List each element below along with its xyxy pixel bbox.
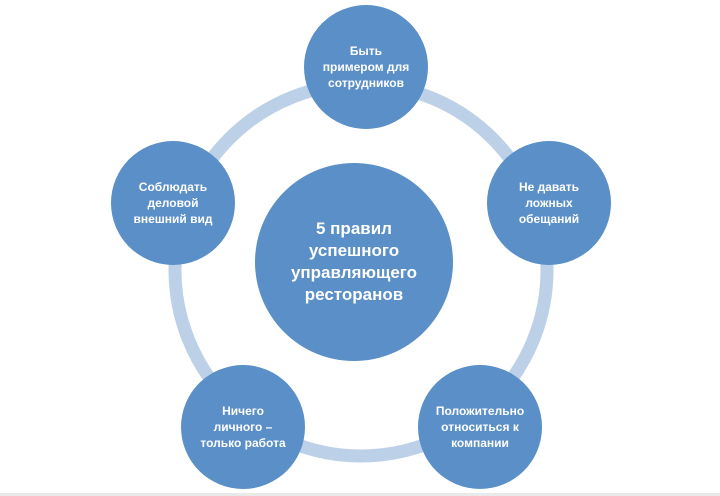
bottom-divider — [0, 493, 720, 496]
node-positive-attitude: Положительно относиться к компании — [418, 365, 542, 489]
center-node-label: 5 правил успешного управляющего ресторан… — [290, 219, 418, 304]
node-role-model-label: Быть примером для сотрудников — [322, 44, 410, 90]
center-node-title: 5 правил успешного управляющего ресторан… — [255, 163, 453, 361]
node-no-false-promises: Не давать ложных обещаний — [487, 141, 611, 265]
node-business-appearance-label: Соблюдать деловой внешний вид — [133, 180, 213, 226]
node-nothing-personal: Ничего личного – только работа — [181, 365, 305, 489]
node-business-appearance: Соблюдать деловой внешний вид — [111, 141, 235, 265]
node-role-model: Быть примером для сотрудников — [304, 5, 428, 129]
node-no-false-promises-label: Не давать ложных обещаний — [518, 180, 580, 226]
node-positive-attitude-label: Положительно относиться к компании — [435, 404, 525, 450]
node-nothing-personal-label: Ничего личного – только работа — [200, 404, 286, 450]
